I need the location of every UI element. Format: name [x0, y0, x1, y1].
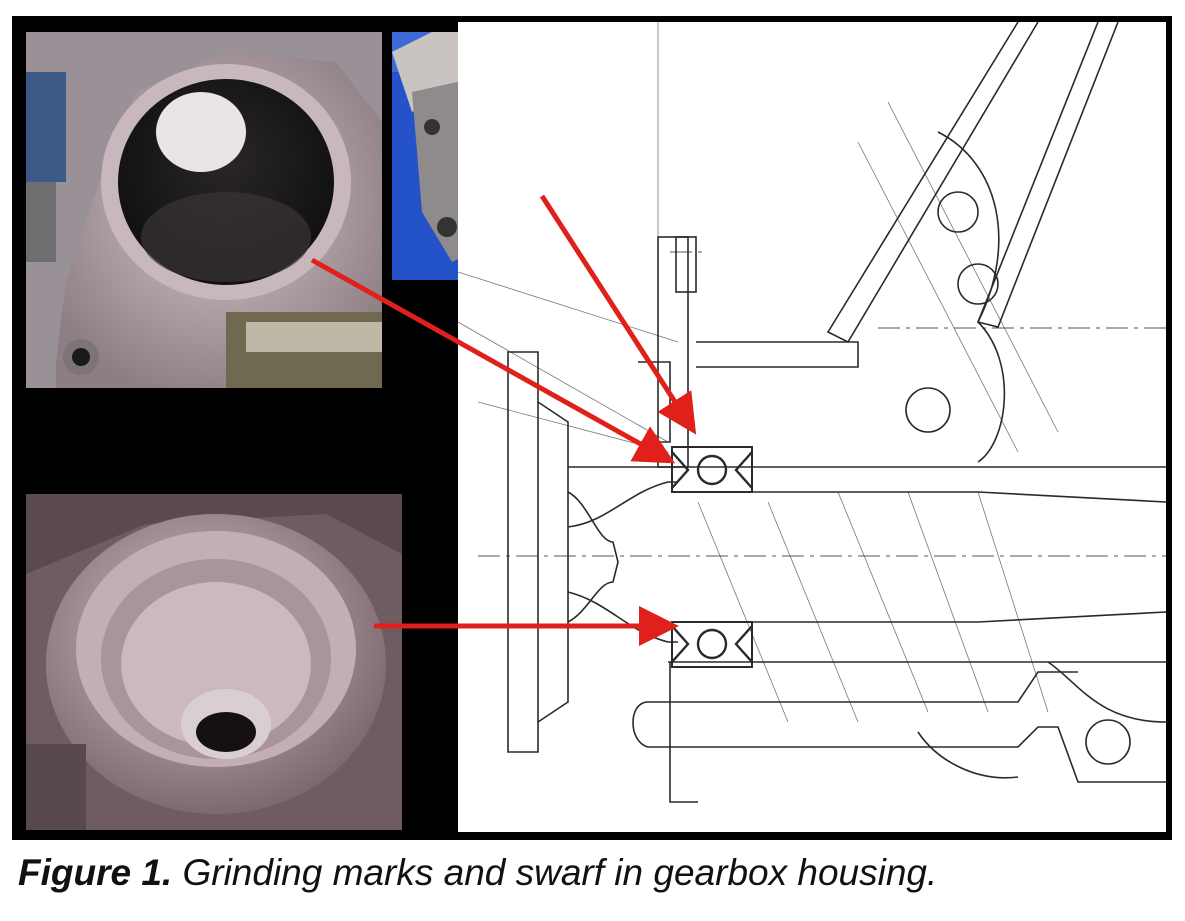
cross-section-linework — [457, 21, 1167, 803]
caption-label: Figure 1. — [18, 852, 173, 893]
photo-housing-bore-swarf — [26, 494, 402, 830]
housing-swarf-photo-graphic — [26, 494, 402, 830]
gearbox-cross-section-drawing — [457, 21, 1167, 832]
figure-panel — [12, 16, 1172, 840]
photo-housing-bore-top — [26, 32, 382, 388]
caption-text: Grinding marks and swarf in gearbox hous… — [172, 852, 938, 893]
figure-caption: Figure 1. Grinding marks and swarf in ge… — [18, 852, 1168, 900]
housing-bore-photo-graphic — [26, 32, 382, 388]
